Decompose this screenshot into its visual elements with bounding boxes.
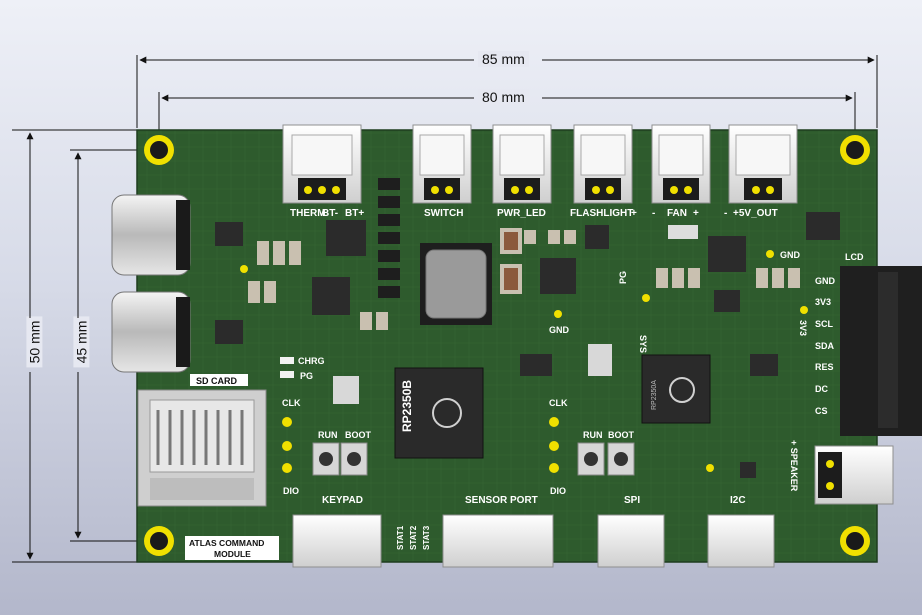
top-connectors (282, 124, 798, 204)
silk-gnd-right: GND (780, 250, 801, 260)
speaker-connector (814, 445, 894, 505)
silk-fan: FAN (667, 208, 687, 219)
connector-therm-bt (282, 124, 362, 204)
silk-chrg: CHRG (298, 356, 325, 366)
connector-switch (412, 124, 472, 204)
silk-therm: THERM (290, 208, 326, 219)
lcd-pin-dc: DC (815, 384, 828, 394)
silk-stat1: STAT1 (396, 525, 405, 550)
silk-flashlight-plus: + (631, 208, 637, 219)
title-block (185, 536, 279, 560)
silk-bt-plus: BT+ (345, 208, 364, 219)
lcd-pin-scl: SCL (815, 319, 834, 329)
sd-card-slot (137, 389, 267, 507)
mounting-holes (144, 135, 870, 556)
silk-fan-minus: - (652, 208, 655, 219)
silk-boot-left: BOOT (345, 430, 372, 440)
connector-fan (651, 124, 711, 204)
lcd-pin-res: RES (815, 362, 834, 372)
silk-sensor-port: SENSOR PORT (465, 495, 538, 506)
misc-ics (215, 212, 840, 478)
connector-flashlight (573, 124, 633, 204)
dimension-85mm-label: 85 mm (478, 51, 529, 67)
silk-stat3: STAT3 (422, 525, 431, 550)
lcd-pin-sda: SDA (815, 341, 835, 351)
passive-components (248, 178, 800, 404)
silk-run-right: RUN (583, 430, 603, 440)
silk-boot-right: BOOT (608, 430, 635, 440)
lcd-pin-gnd: GND (815, 276, 836, 286)
tactile-buttons (312, 442, 635, 476)
silk-fan-plus: + (693, 208, 699, 219)
silk-i2c: I2C (730, 495, 746, 506)
silk-3v3-vertical: 3V3 (798, 320, 808, 336)
chip-main-label: RP2350B (400, 380, 414, 432)
silk-stat2: STAT2 (409, 525, 418, 550)
board-title-line2: MODULE (214, 549, 251, 559)
silk-spi: SPI (624, 495, 640, 506)
silk-dio-left: DIO (283, 486, 299, 496)
chip-second-label: RP2350A (651, 380, 658, 410)
silk-speaker: + SPEAKER (789, 440, 799, 492)
test-points (240, 250, 808, 473)
connector-pwr-led (492, 124, 552, 204)
silk-clk-right: CLK (549, 398, 568, 408)
silk-run-left: RUN (318, 430, 338, 440)
silk-5v-out: +5V_OUT (733, 208, 778, 219)
lcd-pin-3v3: 3V3 (815, 297, 831, 307)
silk-switch: SWITCH (424, 208, 463, 219)
board-title-line1: ATLAS COMMAND (189, 538, 264, 548)
bottom-connectors (292, 514, 775, 568)
lcd-pin-cs: CS (815, 406, 828, 416)
silk-gnd-center: GND (549, 325, 570, 335)
power-inductor (420, 243, 492, 325)
silk-sd-card: SD CARD (196, 376, 238, 386)
lcd-header (840, 266, 922, 436)
silk-flashlight: FLASHLIGHT (570, 208, 633, 219)
silk-out-minus: - (724, 208, 727, 219)
silk-pg-left: PG (300, 371, 313, 381)
sd-card-label-bg (190, 374, 248, 386)
dimension-80mm-label: 80 mm (478, 89, 529, 105)
mcu-rp2350a: RP2350A (641, 354, 711, 424)
connector-5v-out (728, 124, 798, 204)
silk-clk-left: CLK (282, 398, 301, 408)
silk-keypad: KEYPAD (322, 495, 363, 506)
mcu-rp2350b: RP2350B (394, 367, 484, 459)
lcd-title: LCD (845, 252, 864, 262)
usb-c-ports (111, 194, 191, 373)
silk-pg-mid: PG (618, 271, 628, 284)
silk-dio-right: DIO (550, 486, 566, 496)
silk-sys: SYS (638, 335, 648, 353)
silk-pwr-led: PWR_LED (497, 208, 546, 219)
silk-bt-minus: BT- (322, 208, 338, 219)
